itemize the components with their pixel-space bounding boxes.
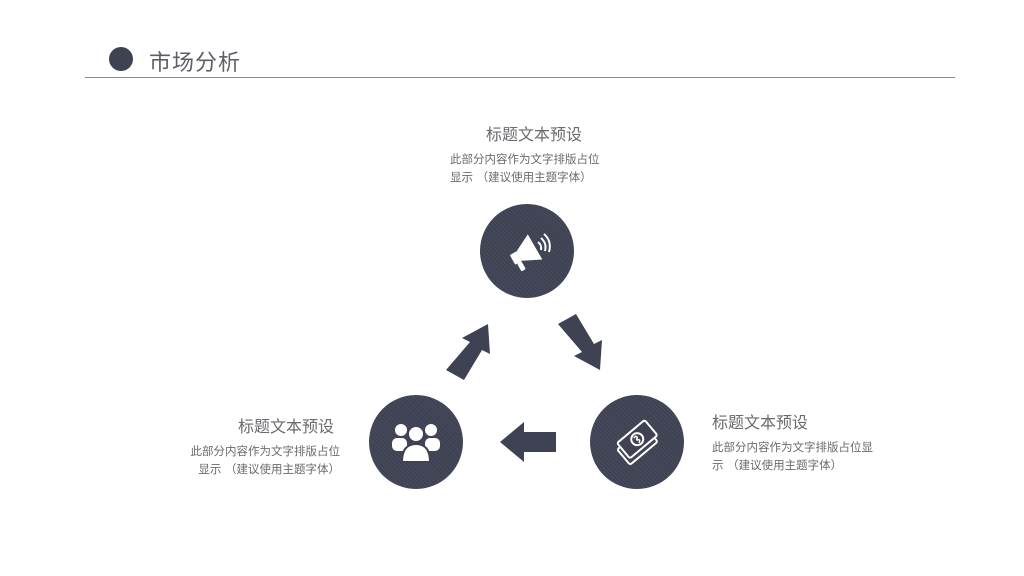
header-bullet-dot: [109, 47, 133, 71]
top-block-desc-line1: 此部分内容作为文字排版占位: [450, 152, 600, 166]
right-block-desc-line1: 此部分内容作为文字排版占位显: [712, 440, 873, 454]
left-block-description: 此部分内容作为文字排版占位 显示 （建议使用主题字体）: [178, 442, 341, 478]
top-block-desc-line2: 显示 （建议使用主题字体）: [450, 170, 592, 184]
right-block-title: 标题文本预设: [712, 413, 809, 432]
megaphone-node: [480, 204, 574, 298]
users-icon: [392, 424, 440, 463]
header-divider: [85, 77, 955, 78]
top-block-title: 标题文本预设: [486, 125, 583, 144]
arrow-left-to-top: [446, 324, 490, 380]
left-block-desc-line1: 此部分内容作为文字排版占位: [190, 444, 341, 458]
money-icon: [616, 419, 658, 465]
arrow-top-to-right: [558, 314, 602, 370]
megaphone-icon: [510, 233, 551, 272]
left-block-title: 标题文本预设: [238, 417, 335, 436]
left-block-desc-line2: 显示 （建议使用主题字体）: [198, 462, 340, 476]
right-block-desc-line2: 示 （建议使用主题字体）: [712, 458, 843, 472]
arrow-right-to-left: [500, 422, 556, 462]
money-node: [590, 395, 684, 489]
users-node: [369, 395, 463, 489]
right-block-description: 此部分内容作为文字排版占位显 示 （建议使用主题字体）: [712, 438, 887, 474]
page-title: 市场分析: [149, 51, 242, 76]
top-block-description: 此部分内容作为文字排版占位 显示 （建议使用主题字体）: [450, 150, 620, 186]
